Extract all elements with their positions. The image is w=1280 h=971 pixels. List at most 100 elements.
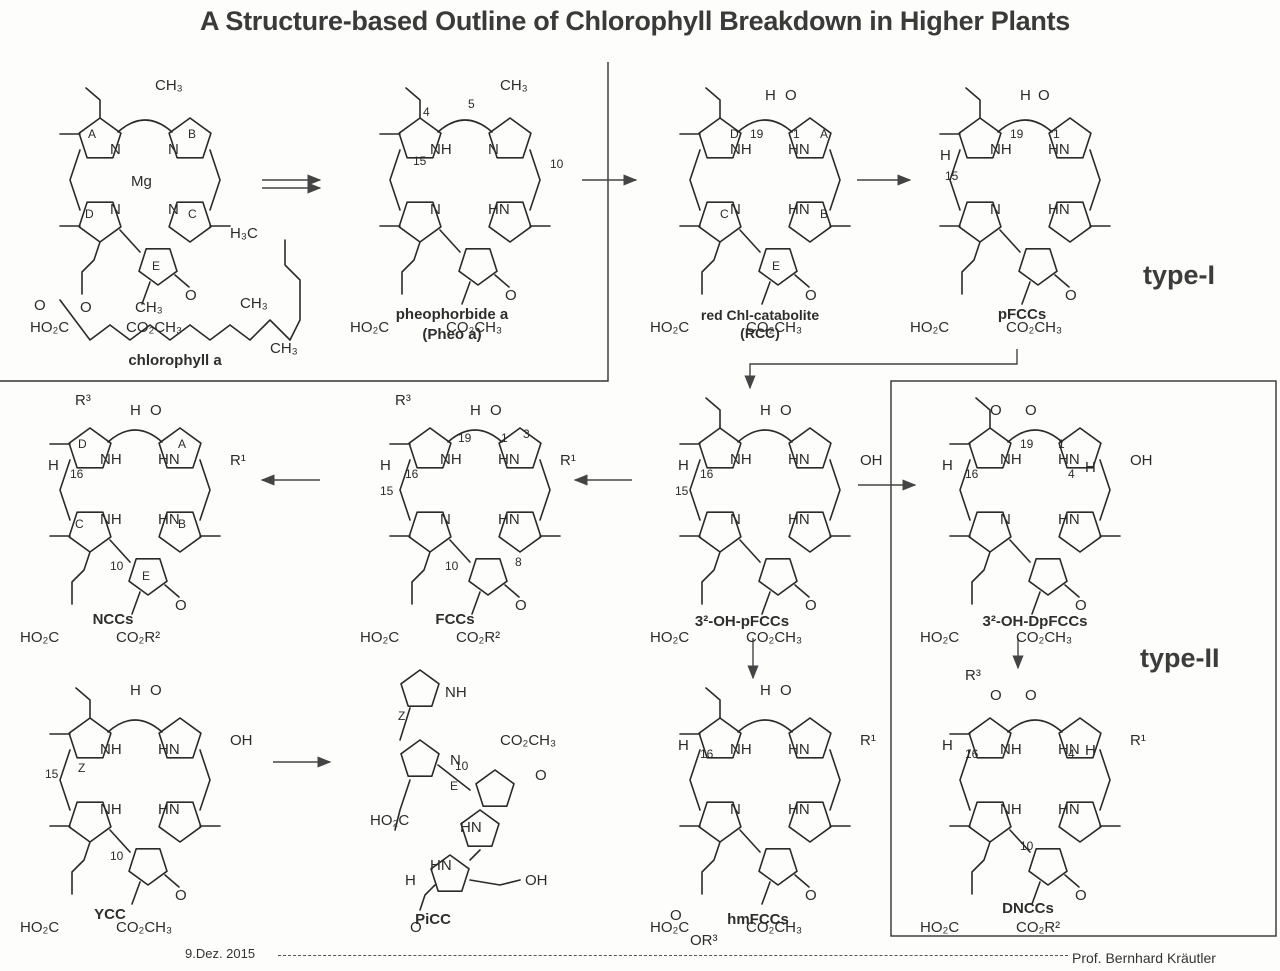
atom-label: HN xyxy=(460,819,482,836)
nitrogen-label: NH xyxy=(100,451,122,468)
ring-top-left xyxy=(78,117,122,159)
substituent-label: H xyxy=(678,737,689,754)
carboxylic-acid-label: HO₂C xyxy=(920,629,959,646)
meso-bridge xyxy=(949,149,961,211)
ring-bottom-right xyxy=(158,511,202,553)
ring-e xyxy=(458,248,498,286)
ketone-bond xyxy=(504,584,520,598)
position-19: 19 xyxy=(458,431,472,445)
position-16: 16 xyxy=(405,467,419,481)
position-10: 10 xyxy=(110,559,124,573)
nitrogen-label: HN xyxy=(498,451,520,468)
meso-bridge xyxy=(109,829,131,853)
meso-bridge xyxy=(199,459,211,521)
compound-label-hmfccs: hmFCCs xyxy=(727,911,789,928)
position-1: 1 xyxy=(1053,127,1060,141)
ester-label: CO₂CH₃ xyxy=(1016,629,1072,646)
substituent-label: O xyxy=(150,682,162,699)
substituent-label: R³ xyxy=(75,392,91,409)
meso-bridge xyxy=(399,459,411,521)
ketone-bond xyxy=(164,874,180,888)
nitrogen-label: N xyxy=(730,801,741,818)
ring-bottom-left xyxy=(958,201,1002,243)
meso-bridge xyxy=(199,749,211,811)
carboxylic-acid-label: HO₂C xyxy=(910,319,949,336)
ester-label: CO₂R² xyxy=(116,629,160,646)
meso-bridge xyxy=(829,749,841,811)
substituent-label: O xyxy=(150,402,162,419)
position-1: 1 xyxy=(793,127,800,141)
ring-top-left xyxy=(968,717,1012,759)
position-10: 10 xyxy=(445,559,459,573)
position-19: 19 xyxy=(1010,127,1024,141)
propionate-chain xyxy=(411,551,431,605)
nitrogen-label: HN xyxy=(158,451,180,468)
substituent-label: R³ xyxy=(965,667,981,684)
substituent-label: O xyxy=(670,907,682,924)
propionate-chain xyxy=(961,241,981,295)
position-16: 16 xyxy=(700,467,714,481)
ester-bond xyxy=(761,281,771,305)
nitrogen-label: N xyxy=(430,201,441,218)
ketone-bond xyxy=(174,274,190,288)
ring-bottom-left xyxy=(968,511,1012,553)
meso-bridge xyxy=(69,149,81,211)
nitrogen-label: NH xyxy=(730,451,752,468)
meso-bridge xyxy=(209,149,221,211)
substituent-label: H xyxy=(1085,459,1096,476)
position-10: 10 xyxy=(550,157,564,171)
position-8: 8 xyxy=(515,555,522,569)
propionate-chain xyxy=(394,779,411,831)
vinyl-group xyxy=(705,687,721,719)
meso-bridge xyxy=(529,149,541,211)
atom-label: NH xyxy=(445,684,467,701)
methyl-label: H₃C xyxy=(230,225,258,242)
arrow-pfcc-to-ohpfcc xyxy=(744,349,1018,390)
ketone-bond xyxy=(1054,274,1070,288)
ester-label: CO₂CH₃ xyxy=(746,919,802,936)
ring-bottom-right xyxy=(168,201,212,243)
meso-bridge xyxy=(737,429,793,443)
oxygen-label: O xyxy=(1065,287,1077,304)
ring-e xyxy=(1018,248,1058,286)
nitrogen-label: N xyxy=(730,511,741,528)
meso-bridge xyxy=(959,749,971,811)
methyl-label: CH₃ xyxy=(270,340,298,357)
ring-label-a: A xyxy=(820,127,828,141)
ketone-bond xyxy=(494,274,510,288)
position-16: 16 xyxy=(70,467,84,481)
nitrogen-label: NH xyxy=(1000,801,1022,818)
position-15: 15 xyxy=(413,154,427,168)
ketone-bond xyxy=(794,874,810,888)
ring-top-right xyxy=(168,117,212,159)
compound-label-picc: PiCC xyxy=(415,911,451,928)
propionate-chain xyxy=(401,241,421,295)
oxygen-label: O xyxy=(185,287,197,304)
ring-top-left xyxy=(958,117,1002,159)
ring-label-b: B xyxy=(178,517,186,531)
ring-label-c: C xyxy=(720,207,729,221)
atom-label: HN xyxy=(430,857,452,874)
nitrogen-label: HN xyxy=(1058,511,1080,528)
ester-bond xyxy=(131,881,141,905)
oxygen-label: O xyxy=(515,597,527,614)
ring-label-b: B xyxy=(188,127,196,141)
oxygen-label: O xyxy=(175,597,187,614)
nitrogen-label: HN xyxy=(788,201,810,218)
ester-bond xyxy=(461,281,471,305)
ketone-bond xyxy=(794,584,810,598)
nitrogen-label: HN xyxy=(1048,201,1070,218)
hydroxyethyl-chain xyxy=(469,879,521,886)
ring-e xyxy=(1028,848,1068,886)
propionate-chain xyxy=(701,551,721,605)
ring-top-left xyxy=(68,717,112,759)
ring-e xyxy=(475,769,515,807)
atom-label: H xyxy=(405,872,416,889)
position-1: 1 xyxy=(1058,437,1065,451)
position-15: 15 xyxy=(380,484,394,498)
type-i-label: type-I xyxy=(1143,260,1216,290)
